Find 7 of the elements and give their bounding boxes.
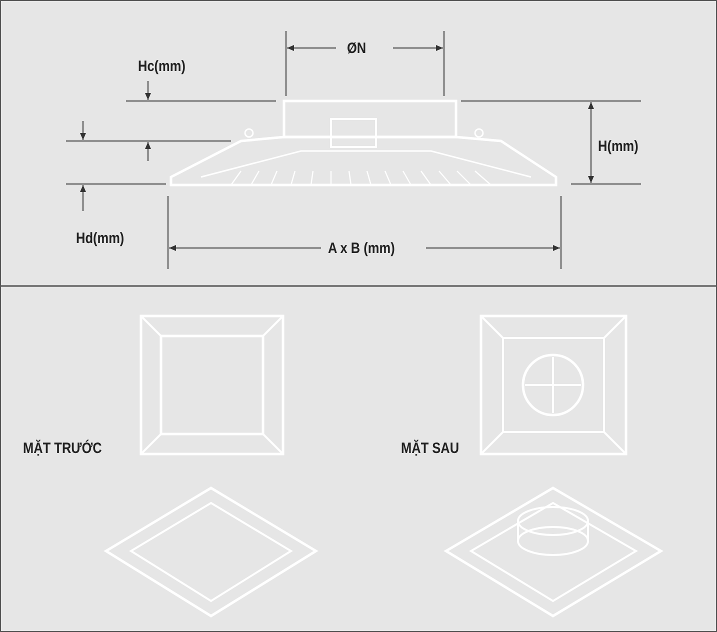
view-label: MẶT TRƯỚC [23, 440, 102, 457]
view-label: MẶT SAU [401, 440, 460, 457]
dimension-label: Hd(mm) [76, 230, 124, 247]
dimension-label: H(mm) [598, 138, 638, 155]
dimension-label: ØN [347, 40, 366, 57]
dimension-label: Hc(mm) [138, 58, 186, 75]
dimension-label: A x B (mm) [328, 240, 395, 257]
